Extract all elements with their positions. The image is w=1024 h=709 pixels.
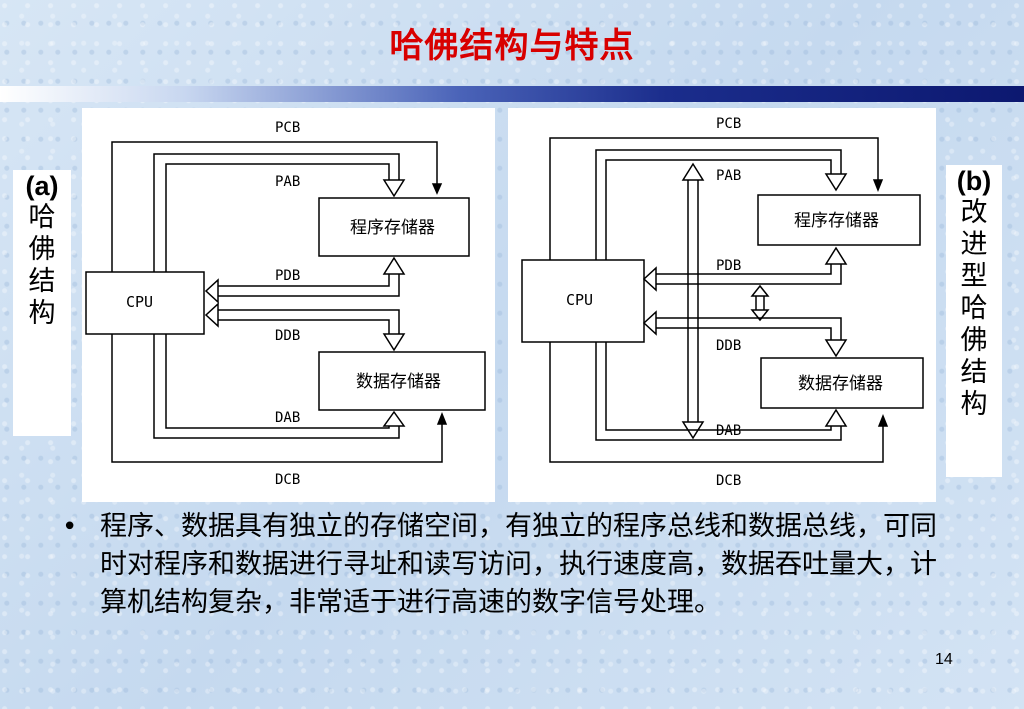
bullet-symbol: • — [62, 512, 78, 542]
bullet-item: • 程序、数据具有独立的存储空间，有独立的程序总线和数据总线，可同时对程序和数据… — [62, 508, 952, 622]
title-divider-bar — [0, 86, 1024, 102]
diagram-modified-harvard: PCB PAB PDB DDB DAB DCB CPU 程序存储器 数据存储器 — [508, 108, 936, 502]
bus-label-pcb: PCB — [275, 120, 300, 136]
program-memory-block — [757, 194, 921, 246]
pab-bus-inner — [165, 163, 390, 272]
ddb-arrowhead-left — [642, 310, 657, 336]
pab-bus-inner — [605, 159, 832, 260]
side-label-b-prefix: (b) — [956, 166, 992, 196]
diagram-harvard-svg: PCB PAB PDB DDB DAB DCB CPU 程序存储器 数据存储器 — [85, 120, 486, 488]
pab-bus-outer — [595, 149, 842, 260]
program-memory-block — [318, 197, 470, 257]
bus-label-dcb: DCB — [716, 473, 741, 489]
pdb-bus-outer — [656, 264, 832, 275]
program-memory-label: 程序存储器 — [794, 211, 879, 231]
data-memory-block — [318, 351, 486, 411]
pab-bus-outer — [153, 153, 400, 272]
pcb-line — [111, 141, 438, 272]
vertical-bus-arrowhead-up — [681, 162, 705, 181]
page-title: 哈佛结构与特点 — [389, 26, 635, 66]
pdb-ddb-link — [755, 296, 765, 310]
pcb-arrowhead — [872, 179, 884, 193]
pab-dab-vertical-bus — [687, 180, 699, 422]
side-label-a-text: 哈佛结构 — [28, 202, 56, 329]
pdb-arrowhead-up — [824, 246, 848, 265]
dab-arrowhead — [824, 408, 848, 427]
ddb-bus-inner — [218, 319, 390, 334]
pdb-bus-outer — [218, 274, 390, 287]
pdb-bus-inner — [218, 274, 400, 297]
ddb-arrowhead-left — [204, 302, 219, 328]
pdb-ddb-link-arrow-up — [750, 284, 770, 297]
ddb-arrowhead-down — [382, 333, 406, 352]
dcb-line — [111, 334, 443, 463]
ddb-bus-outer — [656, 317, 842, 340]
data-memory-label: 数据存储器 — [798, 374, 883, 394]
data-memory-block — [760, 357, 924, 409]
pdb-bus-inner — [656, 264, 842, 285]
cpu-label: CPU — [126, 293, 153, 311]
pdb-arrowhead-left — [642, 266, 657, 292]
pcb-line — [549, 137, 879, 260]
dab-bus-outer — [153, 334, 400, 439]
bus-label-pab: PAB — [716, 168, 741, 184]
dab-arrowhead — [382, 410, 406, 427]
side-label-a-prefix: (a) — [25, 171, 59, 201]
page-number: 14 — [935, 651, 953, 668]
ddb-bus-outer — [218, 309, 400, 334]
pab-arrowhead — [824, 173, 848, 192]
ddb-arrowhead-down — [824, 339, 848, 358]
cpu-label: CPU — [566, 291, 593, 309]
bus-label-dcb: DCB — [275, 472, 300, 488]
bullet-text: 程序、数据具有独立的存储空间，有独立的程序总线和数据总线，可同时对程序和数据进行… — [100, 511, 937, 618]
cpu-block — [521, 259, 645, 343]
dab-bus-inner — [165, 334, 390, 429]
bus-label-dab: DAB — [716, 423, 741, 439]
bus-label-pcb: PCB — [716, 116, 741, 132]
dcb-line — [549, 342, 884, 463]
bus-label-pab: PAB — [275, 174, 300, 190]
pdb-arrowhead-left — [204, 278, 219, 304]
dcb-arrowhead — [877, 413, 889, 427]
dcb-arrowhead — [436, 411, 448, 425]
pdb-arrowhead-up — [382, 256, 406, 275]
dab-bus-inner — [605, 342, 832, 431]
side-label-a: (a) 哈佛结构 — [13, 170, 71, 436]
diagram-harvard: PCB PAB PDB DDB DAB DCB CPU 程序存储器 数据存储器 — [82, 108, 495, 502]
bus-label-dab: DAB — [275, 410, 300, 426]
bus-label-pdb: PDB — [275, 268, 300, 284]
bus-label-ddb: DDB — [716, 338, 741, 354]
pab-arrowhead — [382, 179, 406, 198]
pcb-arrowhead — [431, 183, 443, 195]
program-memory-label: 程序存储器 — [350, 218, 435, 238]
dab-bus-outer — [595, 342, 842, 441]
pdb-ddb-link-arrow-down — [750, 309, 770, 322]
side-label-b-text: 改进型哈佛结构 — [960, 197, 988, 420]
bus-label-ddb: DDB — [275, 328, 300, 344]
side-label-b: (b) 改进型哈佛结构 — [946, 165, 1002, 477]
ddb-bus-inner — [656, 327, 832, 340]
bus-label-pdb: PDB — [716, 258, 741, 274]
data-memory-label: 数据存储器 — [356, 372, 441, 392]
cpu-block — [85, 271, 205, 335]
diagram-modified-harvard-svg: PCB PAB PDB DDB DAB DCB CPU 程序存储器 数据存储器 — [521, 116, 924, 489]
